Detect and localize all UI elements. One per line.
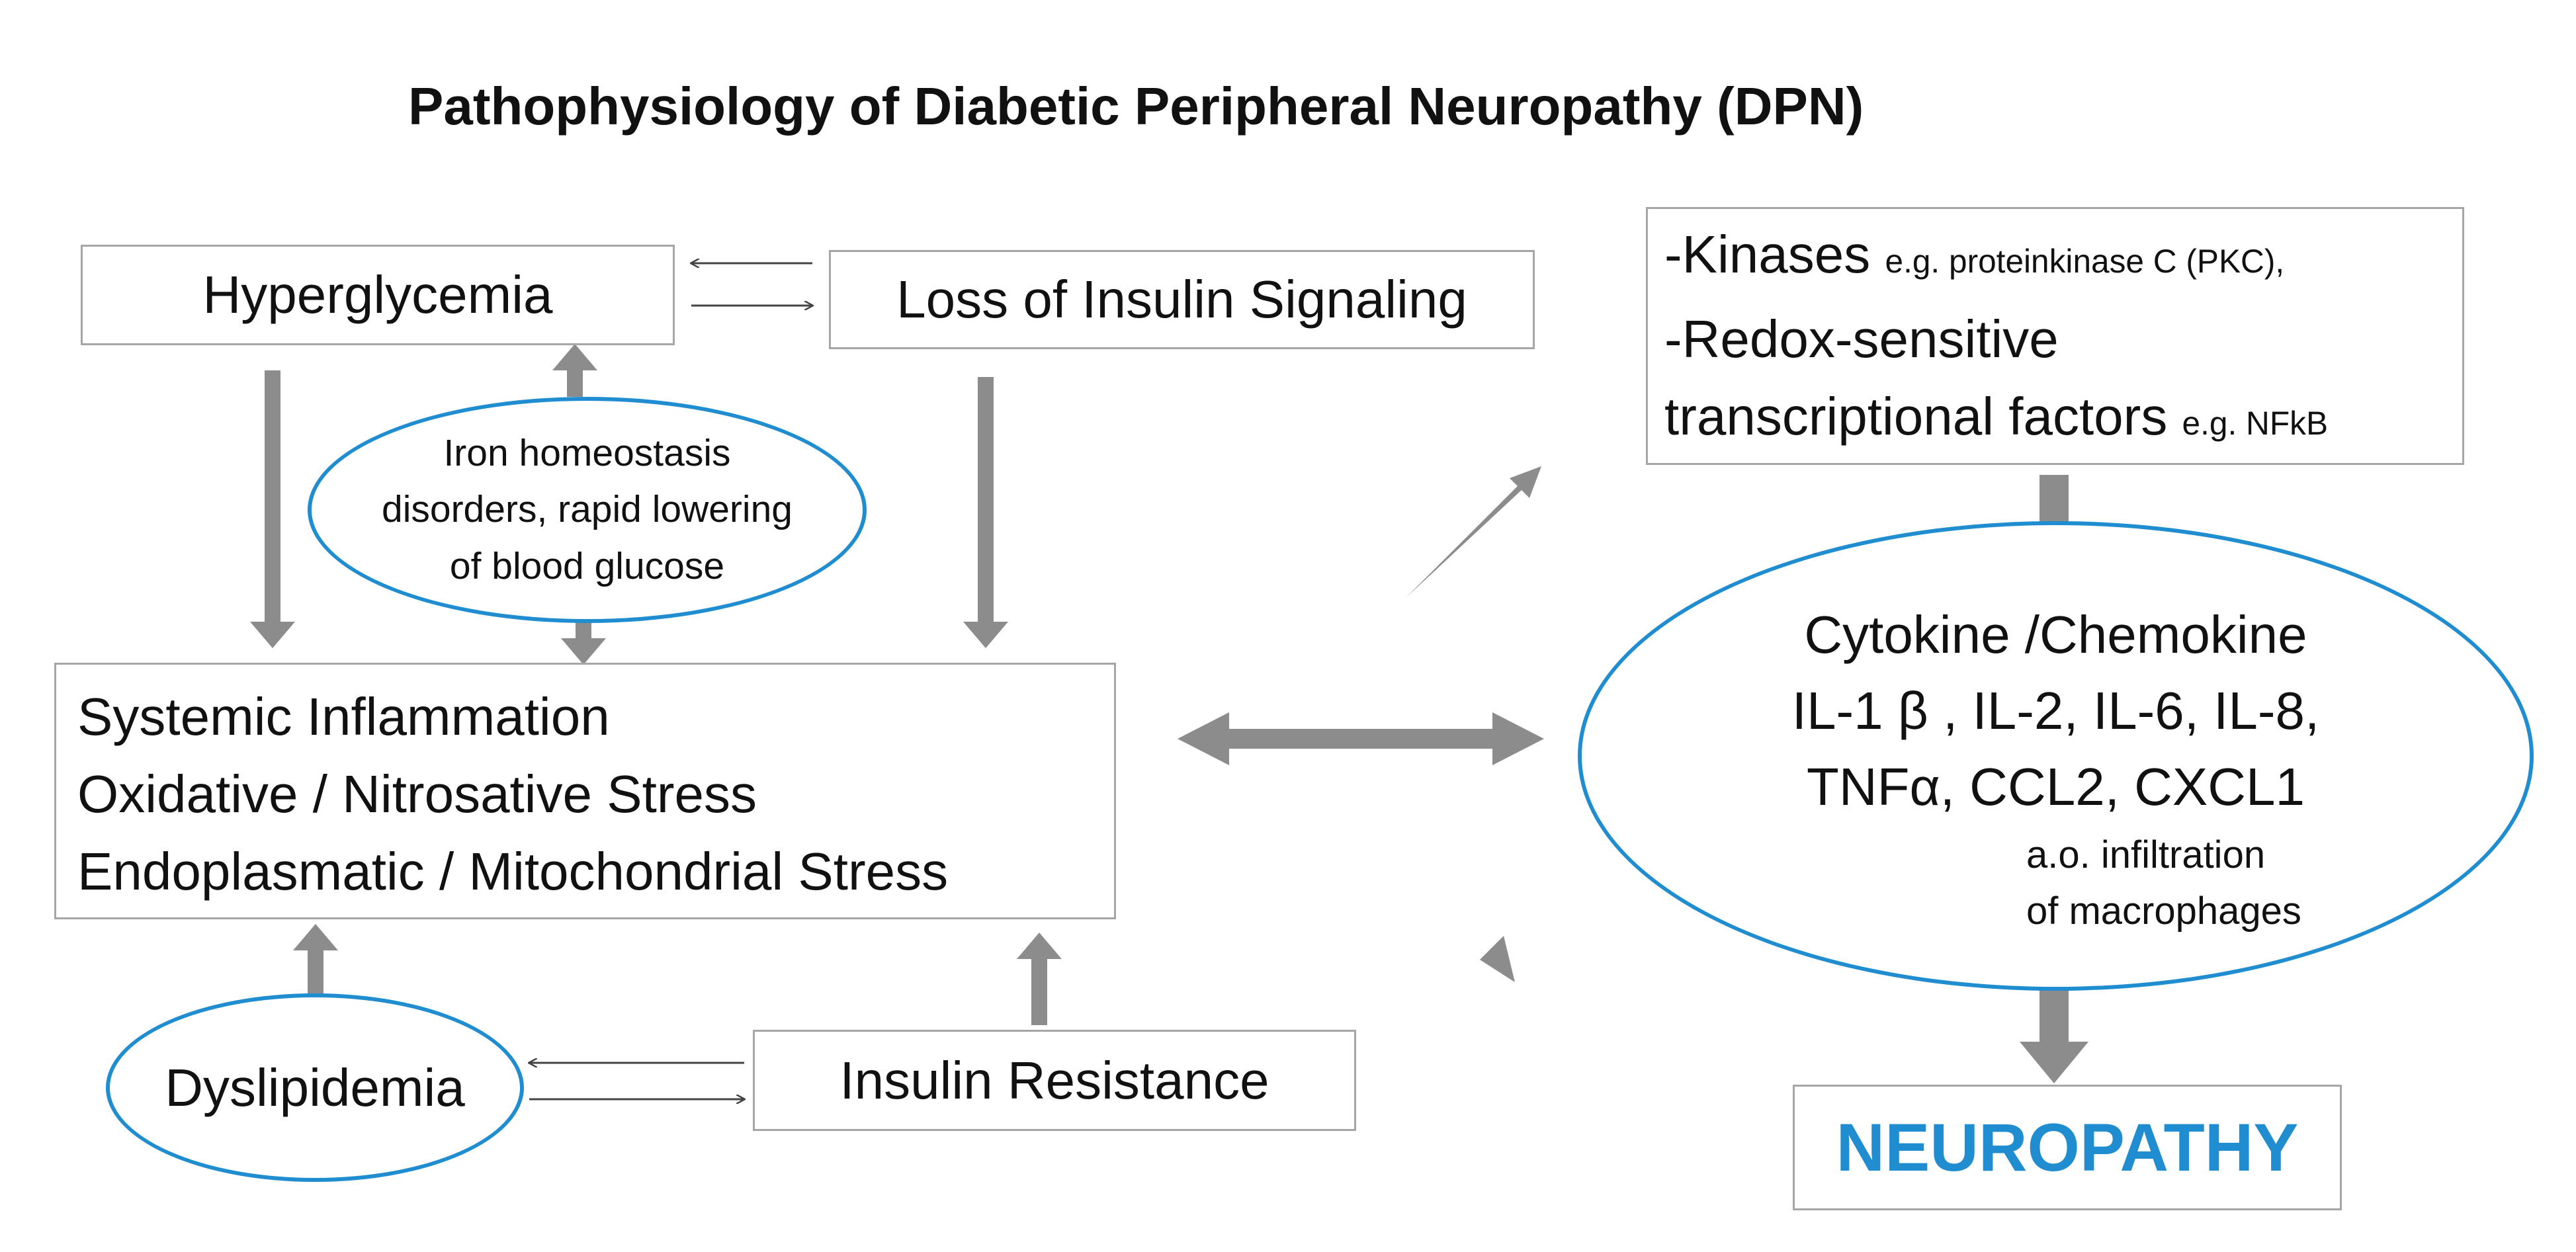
dyslipidemia-label: Dyslipidemia — [165, 1058, 465, 1117]
stress-box: Systemic Inflammation Oxidative / Nitros… — [54, 663, 1116, 919]
cytokine-line-4: a.o. infiltration — [2026, 833, 2266, 876]
iron-homeostasis-oval: Iron homeostasis disorders, rapid loweri… — [308, 397, 867, 623]
arrow-cytokine-to-neuropathy — [2020, 947, 2088, 1083]
insulin-resistance-label: Insulin Resistance — [839, 1050, 1269, 1110]
cytokine-line-2: IL-1 β , IL-2, IL-6, IL-8, — [1791, 681, 2320, 740]
arrow-resistance-to-stress — [1017, 933, 1062, 1025]
transcription-factors-label: transcriptional factors — [1664, 387, 2168, 446]
kinases-example: e.g. proteinkinase C (PKC), — [1885, 243, 2285, 280]
hyperglycemia-box: Hyperglycemia — [81, 245, 675, 345]
arrow-hyperglycemia-to-stress — [250, 370, 295, 648]
kinases-box: -Kinases e.g. proteinkinase C (PKC), -Re… — [1646, 207, 2464, 465]
dyslipidemia-oval: Dyslipidemia — [106, 993, 524, 1182]
cytokine-line-1: Cytokine /Chemokine — [1804, 605, 2307, 664]
kinases-line-1: -Kinases e.g. proteinkinase C (PKC), — [1664, 216, 2462, 300]
iron-line-1: Iron homeostasis — [443, 431, 731, 474]
transcription-factors-example: e.g. NFkB — [2182, 405, 2329, 442]
neuropathy-box: NEUROPATHY — [1793, 1085, 2342, 1210]
hyperglycemia-label: Hyperglycemia — [202, 265, 553, 324]
cytokine-line-5: of macrophages — [2026, 890, 2301, 933]
arrow-stress-to-kinases — [1394, 466, 1541, 598]
insulin-resistance-box: Insulin Resistance — [753, 1030, 1356, 1131]
stress-line-1: Systemic Inflammation — [77, 687, 610, 746]
arrow-dyslipidemia-to-stress — [293, 924, 338, 1015]
iron-line-3: of blood glucose — [449, 544, 725, 587]
cytokine-oval: Cytokine /Chemokine IL-1 β , IL-2, IL-6,… — [1578, 521, 2534, 991]
loss-of-insulin-signaling-label: Loss of Insulin Signaling — [896, 270, 1467, 329]
kinases-line-2: -Redox-sensitive — [1664, 310, 2059, 368]
arrow-stress-cytokine-bidirectional — [1178, 712, 1544, 765]
kinases-label: -Kinases — [1664, 225, 1871, 284]
loss-of-insulin-signaling-box: Loss of Insulin Signaling — [829, 250, 1535, 349]
cytokine-line-3: TNFα, CCL2, CXCL1 — [1806, 757, 2305, 816]
arrow-loss-to-stress — [963, 377, 1008, 648]
stress-line-2: Oxidative / Nitrosative Stress — [77, 765, 757, 823]
arrow-stress-to-neuropathy — [1395, 862, 1515, 982]
arrow-iron-to-stress — [561, 601, 606, 665]
neuropathy-label: NEUROPATHY — [1836, 1109, 2299, 1185]
stress-line-3: Endoplasmatic / Mitochondrial Stress — [77, 842, 949, 901]
kinases-line-3: transcriptional factors e.g. NFkB — [1664, 378, 2462, 462]
iron-line-2: disorders, rapid lowering — [382, 488, 793, 531]
diagram-title: Pathophysiology of Diabetic Peripheral N… — [408, 77, 1864, 136]
arrow-iron-to-hyperglycemia — [552, 344, 597, 397]
